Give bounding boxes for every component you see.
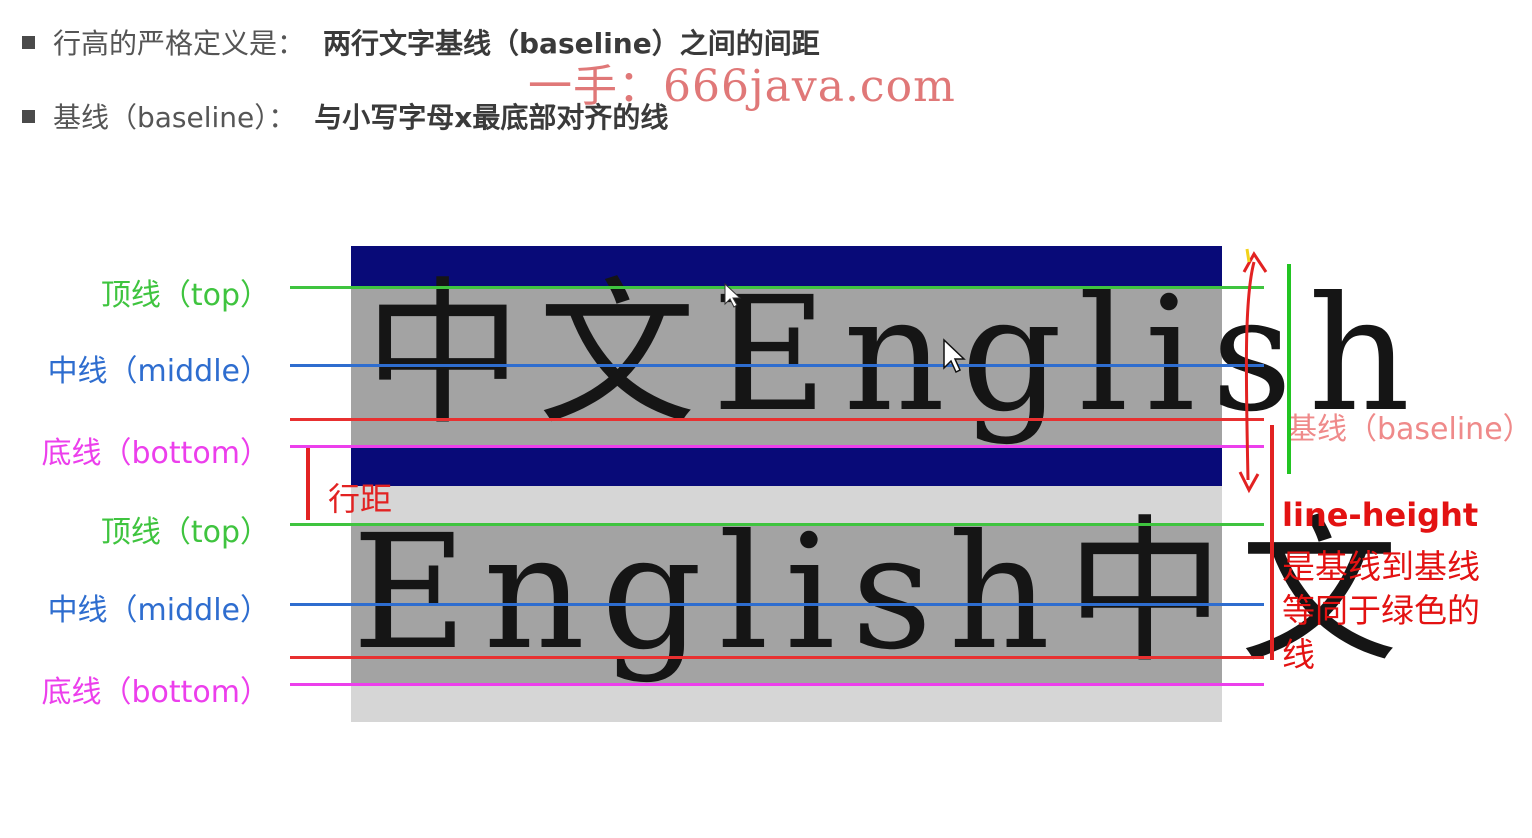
baseline-line-2 bbox=[290, 656, 1264, 659]
line-height-note-line-3: 线 bbox=[1282, 635, 1315, 674]
bottom-label-1: 底线（bottom） bbox=[41, 436, 270, 471]
top-line-2 bbox=[290, 523, 1264, 526]
top-label-2: 顶线（top） bbox=[100, 515, 270, 550]
watermark-text: 一手：666java.com bbox=[528, 61, 956, 112]
line-height-note-line-2: 等同于绿色的 bbox=[1282, 591, 1480, 630]
bottom-label-2: 底线（bottom） bbox=[41, 675, 270, 710]
baseline-line-1 bbox=[290, 418, 1264, 421]
bullet-emphasis: 与小写字母x最底部对齐的线 bbox=[314, 101, 669, 134]
bottom-line-2 bbox=[290, 683, 1264, 686]
bullet-square-icon bbox=[22, 35, 35, 49]
baseline-label: 基线（baseline） bbox=[1287, 412, 1532, 447]
line-height-note-line-1: 是基线到基线 bbox=[1282, 547, 1480, 586]
bullet-prefix: 基线（baseline）： bbox=[53, 101, 297, 134]
top-label-1: 顶线（top） bbox=[100, 278, 270, 313]
middle-label-1: 中线（middle） bbox=[47, 354, 270, 389]
top-line-1 bbox=[290, 286, 1264, 289]
line-gap-marker bbox=[306, 448, 310, 520]
line-height-note-title: line-height bbox=[1282, 496, 1479, 534]
definition-bullet-line-height: 行高的严格定义是： 两行文字基线（baseline）之间的间距 bbox=[22, 22, 820, 62]
line-gap-label: 行距 bbox=[328, 480, 393, 518]
green-annotation-bar bbox=[1287, 264, 1291, 474]
bottom-line-1 bbox=[290, 445, 1264, 448]
middle-line-1 bbox=[290, 364, 1264, 367]
sample-text-row-1: 中文English bbox=[364, 263, 1427, 447]
red-annotation-bar bbox=[1270, 425, 1274, 660]
sample-text-row-2: English中文 bbox=[352, 501, 1415, 685]
bullet-square-icon bbox=[22, 109, 35, 123]
bullet-emphasis: 两行文字基线（baseline）之间的间距 bbox=[323, 27, 820, 60]
definition-bullet-baseline: 基线（baseline）： 与小写字母x最底部对齐的线 bbox=[22, 96, 668, 136]
middle-label-2: 中线（middle） bbox=[47, 593, 270, 628]
bullet-prefix: 行高的严格定义是： bbox=[53, 27, 306, 60]
middle-line-2 bbox=[290, 603, 1264, 606]
